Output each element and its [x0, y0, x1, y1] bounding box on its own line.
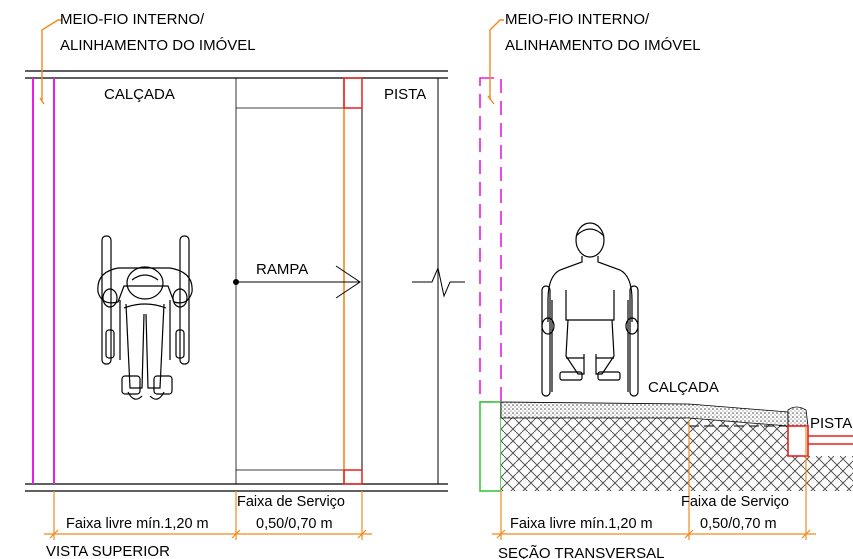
- top-sidewalk-label: CALÇADA: [104, 86, 175, 103]
- section-inner-curb-dashed: [479, 77, 502, 403]
- top-curb-label-line2: ALINHAMENTO DO IMÓVEL: [60, 37, 256, 54]
- top-dimensions: [44, 491, 372, 540]
- section-dimensions: [492, 529, 816, 539]
- top-service-strip-label: Faixa de Serviço: [237, 494, 345, 510]
- section-sidewalk-label: CALÇADA: [648, 379, 719, 396]
- section-ground: [501, 418, 853, 491]
- wheelchair-user-top-icon: [97, 235, 193, 400]
- top-view-title: VISTA SUPERIOR: [46, 543, 170, 559]
- wheelchair-user-front-icon: [541, 222, 639, 397]
- section-service-strip-label: Faixa de Serviço: [681, 494, 789, 510]
- top-free-strip-dim: Faixa livre mín.1,20 m: [66, 516, 209, 532]
- section-road-label: PISTA: [810, 415, 852, 432]
- section-service-strip-dim: 0,50/0,70 m: [700, 516, 777, 532]
- section-curb-label-line2: ALINHAMENTO DO IMÓVEL: [505, 37, 701, 54]
- section-view-title: SEÇÃO TRANSVERSAL: [498, 545, 664, 559]
- break-symbol: [412, 266, 465, 298]
- section-curb-label-line1: MEIO-FIO INTERNO/: [505, 11, 650, 28]
- section-curb-block: [787, 406, 809, 427]
- top-view: MEIO-FIO INTERNO/ ALINHAMENTO DO IMÓVEL …: [25, 11, 465, 559]
- section-free-strip-dim: Faixa livre mín.1,20 m: [510, 516, 653, 532]
- ramp-arrow: [233, 265, 361, 299]
- section-view: MEIO-FIO INTERNO/ ALINHAMENTO DO IMÓVEL …: [479, 11, 853, 559]
- section-wall: [479, 401, 502, 492]
- section-road-lines: [808, 435, 853, 445]
- section-curb-leader: [487, 19, 504, 105]
- top-road-label: PISTA: [384, 86, 426, 103]
- top-curb-leader: [39, 19, 62, 105]
- top-curb-label-line1: MEIO-FIO INTERNO/: [60, 11, 205, 28]
- section-curb-red: [787, 425, 809, 457]
- top-view-inner-curb: [32, 78, 55, 484]
- top-service-strip-dim: 0,50/0,70 m: [256, 516, 333, 532]
- ramp-area: [235, 78, 344, 484]
- curb-corner-bottom: [343, 469, 363, 485]
- curb-corner-top: [343, 77, 363, 109]
- service-strip: [343, 77, 363, 485]
- ramp-label: RAMPA: [256, 261, 308, 278]
